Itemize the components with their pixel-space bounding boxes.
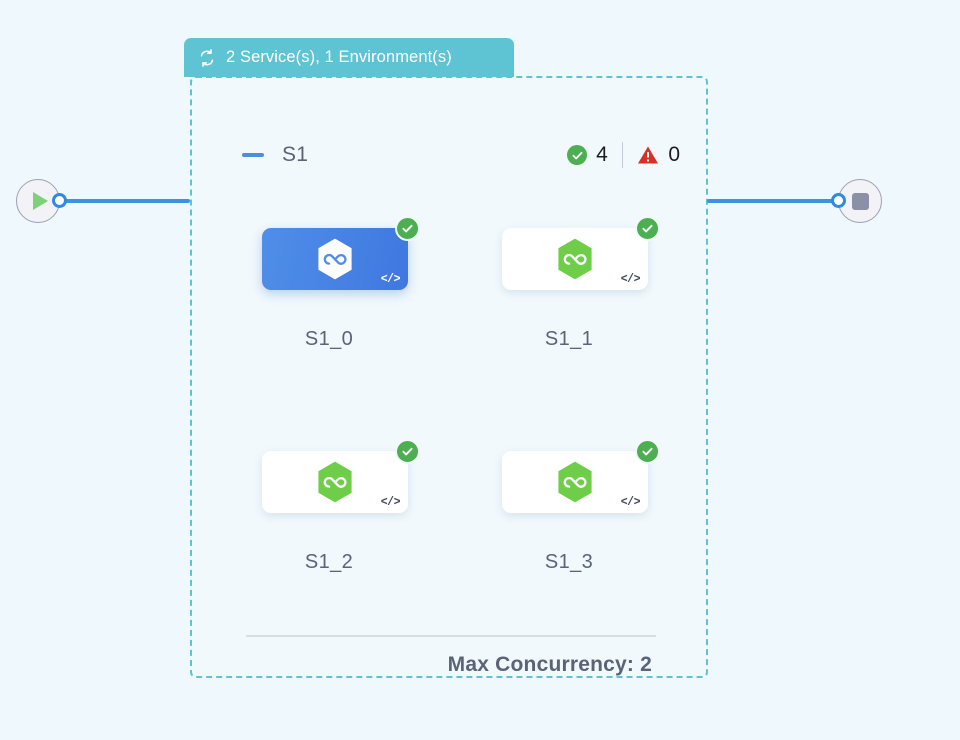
success-count-group: 4 bbox=[567, 143, 608, 167]
node-label: S1_1 bbox=[544, 328, 594, 350]
stop-icon bbox=[851, 192, 869, 210]
check-circle-icon bbox=[567, 145, 588, 165]
warning-triangle-icon bbox=[637, 145, 659, 165]
minus-icon[interactable] bbox=[242, 153, 264, 157]
edge-start-to-group bbox=[62, 199, 190, 203]
hexagon-loop-icon bbox=[558, 461, 592, 503]
sub-group-title: S1 bbox=[282, 143, 309, 166]
status-counts: 4 0 bbox=[567, 142, 680, 168]
max-concurrency-label: Max Concurrency: 2 bbox=[447, 653, 652, 676]
node-label: S1_3 bbox=[544, 551, 594, 573]
code-icon: </> bbox=[620, 273, 641, 286]
start-output-port[interactable] bbox=[52, 193, 67, 208]
edge-group-to-end bbox=[707, 199, 835, 203]
code-icon: </> bbox=[380, 496, 401, 509]
code-icon: </> bbox=[620, 496, 641, 509]
success-count: 4 bbox=[596, 143, 608, 166]
node-status-check-icon bbox=[395, 439, 420, 464]
node-status-check-icon bbox=[395, 216, 420, 241]
hexagon-loop-icon bbox=[318, 238, 352, 280]
service-node[interactable]: </> bbox=[502, 439, 660, 513]
code-icon: </> bbox=[380, 273, 401, 286]
group-header[interactable]: 2 Service(s), 1 Environment(s) bbox=[184, 38, 514, 77]
service-node[interactable]: </> bbox=[502, 216, 660, 290]
loop-refresh-icon bbox=[197, 48, 217, 68]
service-node[interactable]: </> bbox=[262, 439, 420, 513]
sub-group-header: S1 4 bbox=[192, 138, 706, 172]
group-body: S1 4 bbox=[190, 76, 708, 678]
node-status-check-icon bbox=[635, 439, 660, 464]
warning-count-group: 0 bbox=[637, 143, 680, 167]
hexagon-loop-icon bbox=[318, 461, 352, 503]
group-header-title: 2 Service(s), 1 Environment(s) bbox=[226, 48, 452, 66]
node-label: S1_2 bbox=[304, 551, 354, 573]
warning-count: 0 bbox=[668, 143, 680, 166]
play-icon bbox=[33, 192, 48, 210]
service-node[interactable]: </> bbox=[262, 216, 420, 290]
count-divider bbox=[621, 142, 624, 168]
footer-divider bbox=[246, 635, 656, 637]
service-group: 2 Service(s), 1 Environment(s) S1 4 bbox=[184, 38, 708, 678]
hexagon-loop-icon bbox=[558, 238, 592, 280]
node-status-check-icon bbox=[635, 216, 660, 241]
end-input-port[interactable] bbox=[831, 193, 846, 208]
node-label: S1_0 bbox=[304, 328, 354, 350]
